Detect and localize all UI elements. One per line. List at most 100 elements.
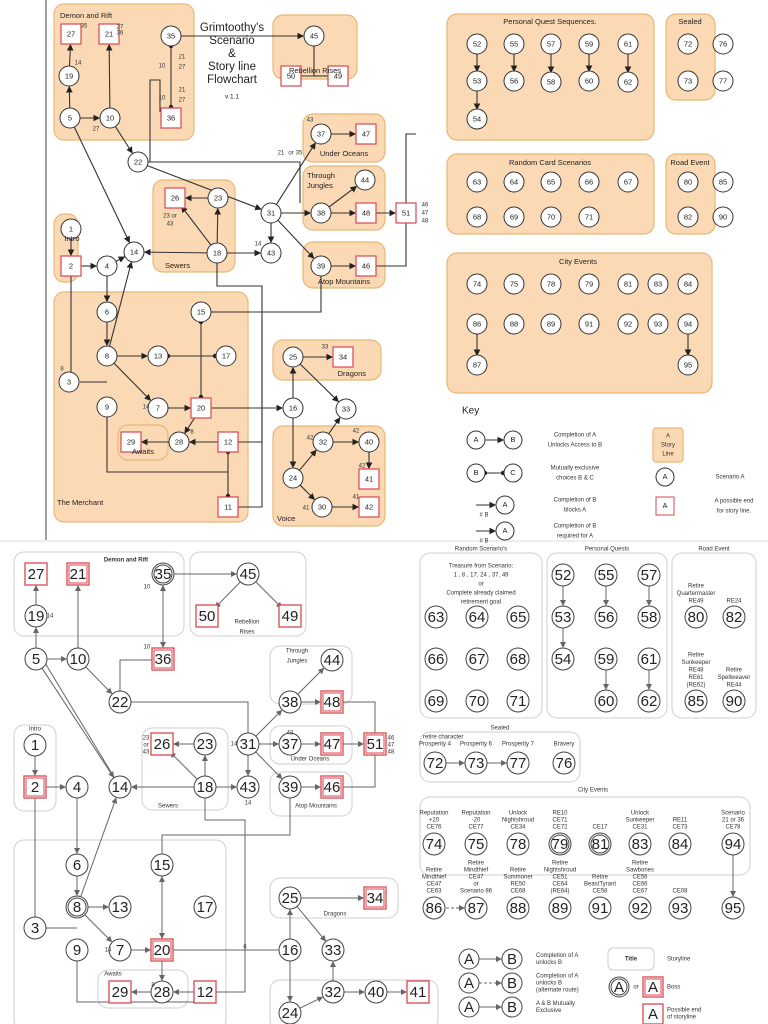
annotation: 14 <box>47 614 54 620</box>
scenario-node-82 <box>722 605 746 629</box>
scenario-number-23: 23 <box>214 193 222 202</box>
scenario-node-87 <box>466 354 488 376</box>
key-end-square <box>642 1003 664 1024</box>
scenario-node-57 <box>637 563 661 587</box>
random-note: retirement goal <box>461 600 501 606</box>
key-node-b <box>501 996 523 1018</box>
scenario-node-62 <box>637 689 661 713</box>
scenario-number-48: 48 <box>362 208 370 217</box>
scenario-node-64 <box>503 171 525 193</box>
key-scenario-node <box>655 467 675 487</box>
scenario-node-24 <box>278 1001 302 1024</box>
scenario-number-17: 17 <box>197 899 214 916</box>
scenario-number-36: 36 <box>155 651 172 668</box>
key-node-b <box>501 972 523 994</box>
key-glyph: B <box>507 975 517 992</box>
scenario-number-88: 88 <box>510 319 518 328</box>
key-glyph: A <box>648 979 658 996</box>
annotation: 41 <box>353 495 360 501</box>
city-event-label: CE58 <box>592 889 608 895</box>
edge-18-23 <box>214 207 221 244</box>
scenario-end-node-49 <box>278 604 302 628</box>
scenario-node-55 <box>503 33 525 55</box>
edge-31-38 <box>255 709 283 737</box>
scenario-number-14: 14 <box>130 247 138 256</box>
scenario-number-56: 56 <box>510 76 518 85</box>
scenario-number-72: 72 <box>684 39 692 48</box>
scenario-number-54: 54 <box>555 651 572 668</box>
scenario-node-32 <box>321 980 345 1004</box>
scenario-end-node-2 <box>23 775 47 799</box>
key-node-a <box>466 463 486 483</box>
scenario-number-86: 86 <box>473 319 481 328</box>
connector <box>35 647 121 788</box>
edge-18-26 <box>181 205 212 246</box>
scenario-node-88 <box>503 313 525 335</box>
group-label-mountains: Atop Mountains <box>318 277 370 286</box>
key-node <box>495 495 515 515</box>
scenario-end-node-51 <box>395 202 417 224</box>
scenario-number-60: 60 <box>585 76 593 85</box>
city-event-label: 21 or 36 <box>722 818 745 824</box>
scenario-end-node-29 <box>108 980 132 1004</box>
scenario-number-64: 64 <box>469 609 486 626</box>
boss-ring <box>152 940 172 960</box>
city-event-label: Retire <box>632 861 649 867</box>
random-note: Complete already claimed <box>446 591 515 597</box>
scenario-number-50: 50 <box>199 608 216 625</box>
scenario-number-27: 27 <box>67 29 75 38</box>
scenario-number-69: 69 <box>510 212 518 221</box>
edge-10-22 <box>85 666 113 695</box>
group-road <box>671 552 757 719</box>
scenario-node-14 <box>108 775 132 799</box>
scenario-number-71: 71 <box>585 212 593 221</box>
group-label-awaits: Awaits <box>132 447 154 456</box>
scenario-node-84 <box>668 832 692 856</box>
city-event-label: CE68 <box>510 889 526 895</box>
scenario-node-23 <box>207 187 229 209</box>
group-label-rebellion: Rebellion Rises <box>289 66 341 75</box>
scenario-node-72 <box>677 33 699 55</box>
key-storyline-box <box>607 947 655 971</box>
scenario-node-93 <box>668 896 692 920</box>
annotation: 33 <box>322 345 329 351</box>
scenario-node-85 <box>684 689 708 713</box>
scenario-number-59: 59 <box>598 651 615 668</box>
scenario-node-68 <box>506 647 530 671</box>
scenario-node-62 <box>617 71 639 93</box>
scenario-node-89 <box>540 313 562 335</box>
scenario-number-28: 28 <box>175 437 183 446</box>
random-note: 1 , 8 , 17, 24 , 37, 49 <box>453 573 509 579</box>
annotation: 47 <box>422 211 429 217</box>
scenario-number-95: 95 <box>684 360 692 369</box>
scenario-number-17: 17 <box>222 351 230 360</box>
scenario-number-78: 78 <box>510 836 527 853</box>
key-storyline-text: Line <box>662 452 674 458</box>
group-label-sealed: Sealed <box>678 17 701 26</box>
group-label-oceans: Under Oceans <box>291 757 330 763</box>
key-storyline-box <box>652 427 684 463</box>
scenario-number-30: 30 <box>318 502 326 511</box>
group-rebellion <box>272 14 358 80</box>
scenario-number-9: 9 <box>105 402 109 411</box>
scenario-number-10: 10 <box>106 113 114 122</box>
scenario-end-node-11 <box>217 496 239 518</box>
key-node <box>495 521 515 541</box>
annotation: 43 <box>307 118 314 124</box>
scenario-number-12: 12 <box>224 437 232 446</box>
scenario-number-46: 46 <box>362 261 370 270</box>
scenario-end-node-50 <box>195 604 219 628</box>
scenario-end-node-36 <box>151 647 175 671</box>
scenario-number-51: 51 <box>402 208 410 217</box>
scenario-number-27: 27 <box>28 566 45 583</box>
scenario-node-86 <box>422 896 446 920</box>
key-glyph: A <box>662 501 667 510</box>
key-node-b <box>503 430 523 450</box>
city-event-label: or <box>473 882 478 888</box>
boss-ring <box>153 564 173 584</box>
city-event-label: RE50 <box>510 882 526 888</box>
random-title: Random Scenario's <box>455 547 507 553</box>
scenario-node-92 <box>617 313 639 335</box>
scenario-number-43: 43 <box>240 779 257 796</box>
scenario-number-58: 58 <box>547 77 555 86</box>
